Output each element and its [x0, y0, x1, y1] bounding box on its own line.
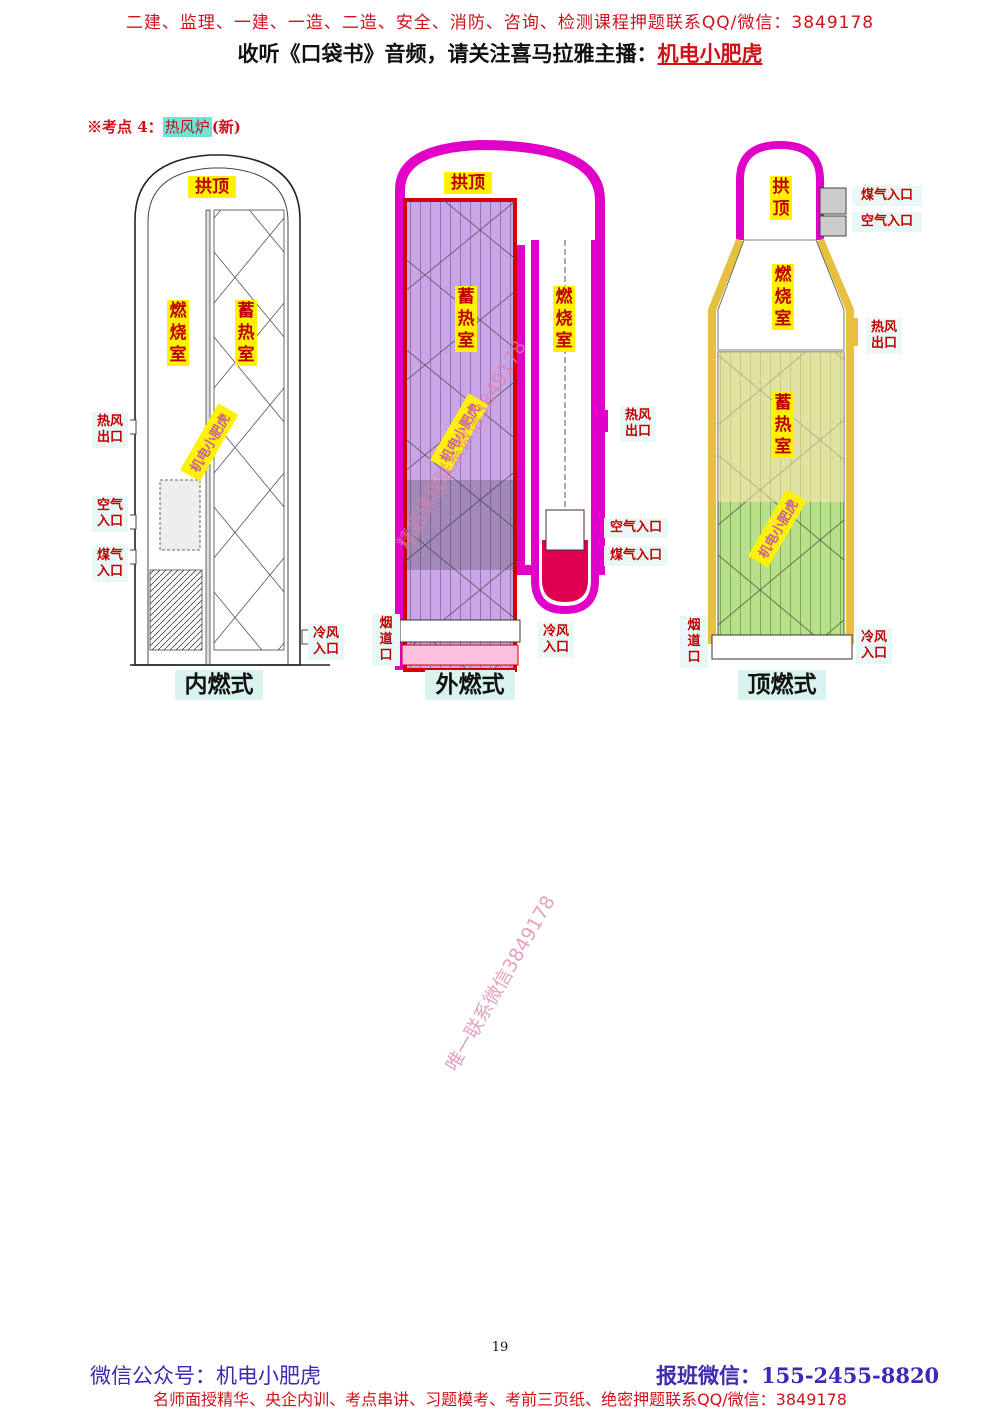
- promo-header: 二建、监理、一建、一造、二造、安全、消防、咨询、检测课程押题联系QQ/微信：38…: [125, 13, 875, 33]
- external-gas-inlet-label: 煤气入口: [604, 546, 668, 566]
- external-combustion-label: 燃烧室: [553, 286, 575, 352]
- top-caption: 顶燃式: [738, 670, 826, 700]
- internal-air-inlet-label: 空气入口: [92, 496, 128, 532]
- top-cold-air-inlet-label: 冷风入口: [856, 628, 892, 664]
- internal-combustion-label: 燃烧室: [167, 300, 189, 366]
- internal-gas-inlet-label: 煤气入口: [92, 546, 128, 582]
- external-stove-drawing: [395, 139, 608, 672]
- section-marker: ※考点 4：: [87, 118, 163, 136]
- external-air-inlet-label: 空气入口: [604, 518, 668, 538]
- top-flue-outlet-label: 烟道口: [680, 616, 708, 668]
- watermark-lower: 唯一联系微信3849178: [441, 891, 560, 1075]
- footer-enroll-contact: 报班微信：155-2455-8820: [656, 1363, 940, 1388]
- top-air-inlet-label: 空气入口: [852, 212, 922, 232]
- section-tag: (新): [211, 118, 241, 136]
- top-dome-label: 拱顶: [770, 176, 792, 220]
- external-cold-air-inlet-label: 冷风入口: [538, 622, 574, 658]
- footer-promo: 名师面授精华、央企内训、考点串讲、习题模考、考前三页纸、绝密押题联系QQ/微信：…: [153, 1390, 847, 1409]
- section-heading: ※考点 4：热风炉(新): [87, 116, 241, 137]
- top-hot-air-outlet-label: 热风出口: [866, 318, 902, 354]
- internal-hot-air-outlet-label: 热风出口: [92, 412, 128, 448]
- footer-wechat-public: 微信公众号：机电小肥虎: [90, 1364, 321, 1388]
- external-hot-air-outlet-label: 热风出口: [620, 406, 656, 442]
- audio-notice: 收听《口袋书》音频，请关注喜马拉雅主播：机电小肥虎: [0, 38, 1000, 68]
- top-combustion-label: 燃烧室: [772, 264, 794, 330]
- diagram-external-combustion: [370, 139, 610, 680]
- internal-regenerator-label: 蓄热室: [235, 300, 257, 366]
- external-flue-outlet-label: 烟道口: [372, 614, 400, 666]
- audio-host-link[interactable]: 机电小肥虎: [657, 41, 763, 66]
- page-number: 19: [491, 1340, 509, 1355]
- internal-dome-label: 拱顶: [188, 176, 236, 198]
- section-topic: 热风炉: [162, 117, 212, 137]
- internal-cold-air-inlet-label: 冷风入口: [308, 624, 344, 660]
- top-regenerator-label: 蓄热室: [772, 392, 794, 458]
- external-regenerator-label: 蓄热室: [455, 286, 477, 352]
- external-dome-label: 拱顶: [444, 172, 492, 194]
- audio-notice-prefix: 收听《口袋书》音频，请关注喜马拉雅主播：: [237, 41, 658, 66]
- internal-caption: 内燃式: [175, 670, 263, 700]
- external-caption: 外燃式: [425, 670, 515, 700]
- top-gas-inlet-label: 煤气入口: [852, 186, 922, 206]
